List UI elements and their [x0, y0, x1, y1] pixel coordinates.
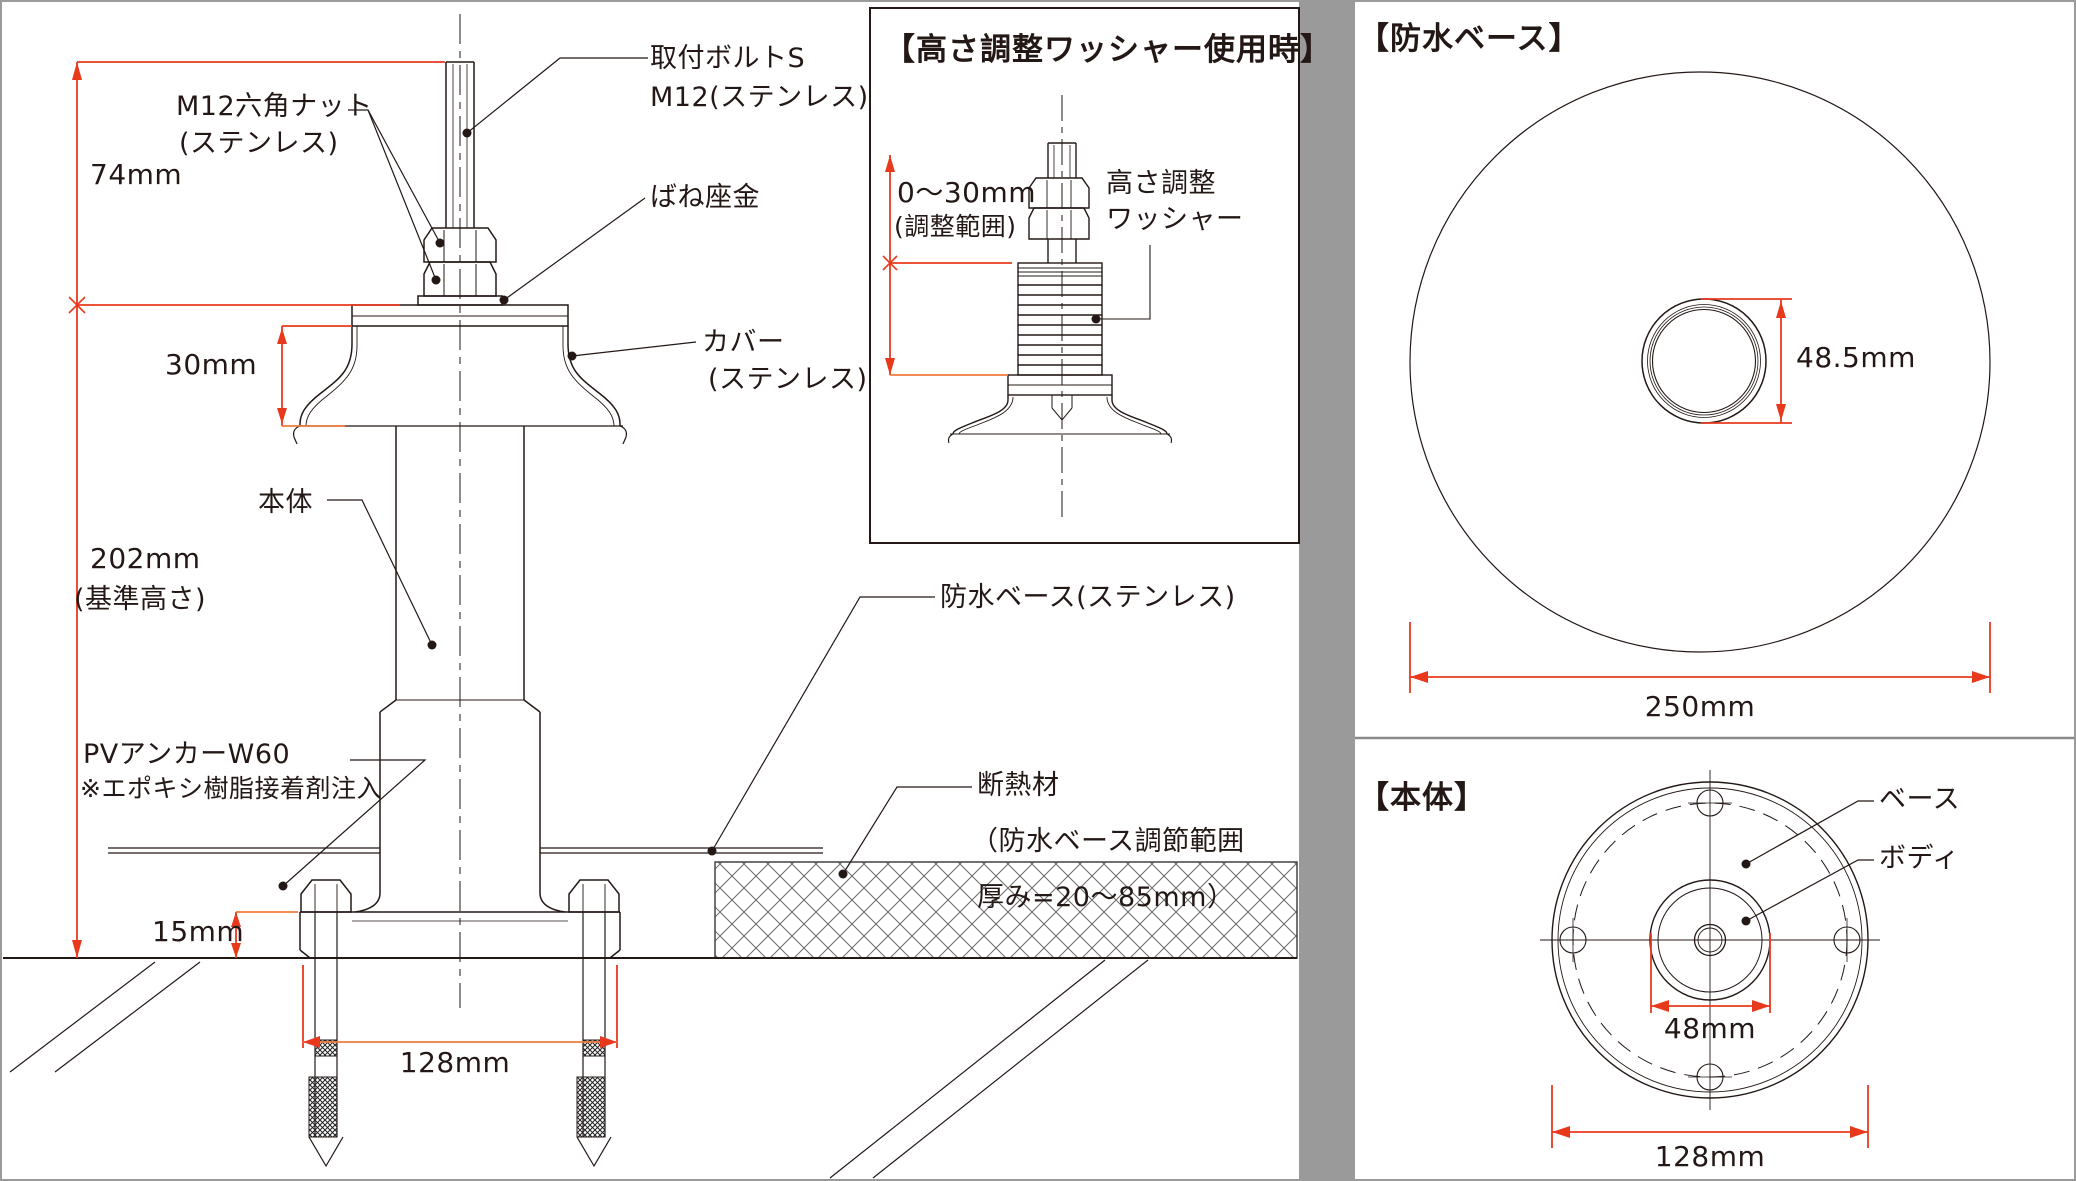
dim-128mm-body: 128mm	[1654, 1140, 1766, 1173]
spring-washer-label: ばね座金	[650, 182, 760, 213]
hex-nut-label-line1: M12六角ナット	[176, 91, 373, 122]
waterproof-base-sheet	[108, 847, 823, 854]
dim-250mm: 250mm	[1644, 690, 1756, 723]
insulation-block	[714, 861, 1298, 959]
body-circle-label: ボディ	[1879, 843, 1960, 874]
mounting-bolt	[445, 61, 475, 228]
dim-128mm-main: 128mm	[399, 1046, 511, 1079]
body-panel-title: 【本体】	[1358, 780, 1486, 816]
height-washer-label-line1: 高さ調整	[1106, 168, 1216, 199]
dim-48-5mm: 48.5mm	[1796, 341, 1916, 374]
main-section-drawing	[3, 14, 1298, 1179]
dim-30mm: 30mm	[165, 348, 258, 381]
anchor-label-line1: PVアンカーW60	[83, 739, 291, 770]
waterproof-base-panel-title: 【防水ベース】	[1358, 21, 1581, 57]
leader-lines	[278, 57, 972, 891]
dim-202mm-note: (基準高さ)	[74, 584, 207, 615]
body-part	[354, 426, 566, 913]
main-dimensions	[68, 61, 618, 1048]
dim-0-30mm: 0～30mm	[897, 176, 1036, 209]
mounting-bolt-label-line2: M12(ステンレス)	[650, 82, 869, 113]
body-label: 本体	[258, 487, 313, 518]
height-washer-label-line2: ワッシャー	[1106, 204, 1244, 235]
height-adjust-washer-stack	[1017, 262, 1103, 376]
bolt-holes	[1559, 789, 1861, 1091]
insulation-label-line2: （防水ベース調節範囲	[971, 826, 1245, 857]
body-panel-dimensions	[1551, 933, 1869, 1148]
dim-15mm: 15mm	[152, 915, 245, 948]
inset-box-border	[869, 7, 1300, 544]
base-plate	[299, 911, 621, 959]
center-hole	[1641, 298, 1767, 424]
body-top-view	[1540, 770, 1880, 1110]
dim-74mm: 74mm	[90, 158, 183, 191]
cover-label-line1: カバー	[702, 327, 785, 358]
anchor-bolt-right	[568, 879, 620, 1168]
anchor-bolt-left	[300, 879, 352, 1168]
cover-plate	[351, 304, 569, 327]
dim-202mm: 202mm	[90, 542, 201, 575]
waterproof-base-label: 防水ベース(ステンレス)	[940, 582, 1236, 613]
hex-nut-label-line2: (ステンレス)	[179, 128, 339, 159]
dim-48mm: 48mm	[1663, 1012, 1757, 1045]
dim-0-30mm-note: (調整範囲)	[894, 212, 1017, 241]
cover-label-line2: (ステンレス)	[708, 364, 868, 395]
ground	[3, 957, 1297, 1179]
base-label: ベース	[1879, 784, 1961, 815]
cover-part	[293, 326, 627, 445]
inset-dimensions	[882, 155, 1012, 376]
anchor-label-line2: ※エポキシ樹脂接着剤注入	[80, 774, 382, 803]
body-panel-leaders	[1741, 800, 1874, 926]
insulation-label-line3: 厚み=20～85mm）	[977, 882, 1235, 913]
insulation-label-line1: 断熱材	[977, 770, 1060, 801]
inset-drawing	[947, 95, 1173, 520]
mounting-bolt-label-line1: 取付ボルトS	[650, 43, 806, 74]
vertical-divider-band	[1299, 0, 1355, 1181]
waterproof-base-dimensions	[1409, 298, 1991, 693]
inset-panel-title: 【高さ調整ワッシャー使用時】	[884, 32, 1332, 68]
